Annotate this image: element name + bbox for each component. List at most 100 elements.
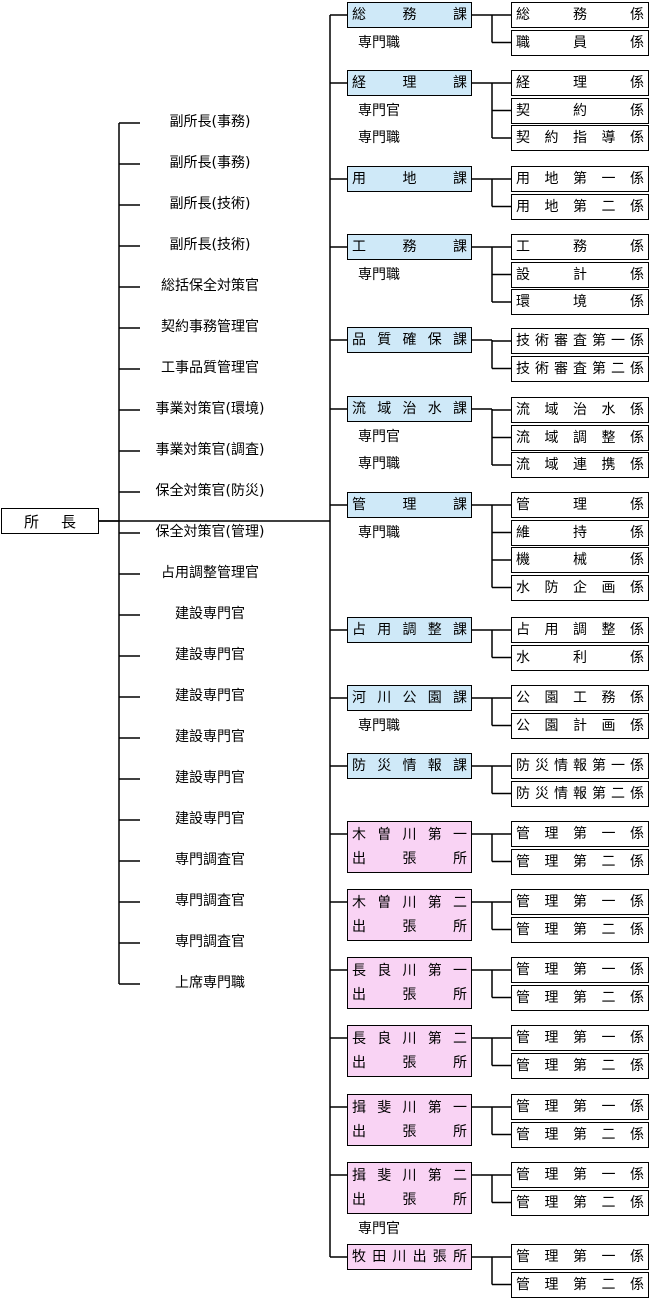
unit-name: 公園工務係	[516, 690, 644, 706]
section-box: 総務課	[347, 2, 472, 28]
staff-title: 占用調整管理官	[161, 565, 259, 581]
section-box: 工務課	[347, 234, 472, 260]
unit-name: 管理第二係	[516, 1126, 644, 1143]
unit-name: 管理第一係	[516, 894, 644, 910]
unit-box: 技術審査第二係	[511, 355, 649, 382]
office-name-line1: 木曽川第一	[352, 827, 467, 843]
office-name: 木曽川第二出張所	[348, 890, 471, 940]
field-office-box: 長良川第一出張所	[347, 957, 472, 1009]
unit-box: 管理係	[511, 492, 649, 518]
unit-box: 水防企画係	[511, 574, 649, 601]
unit-box: 総務係	[511, 2, 649, 28]
unit-box: 公園計画係	[511, 712, 649, 739]
unit-box: 維持係	[511, 519, 649, 546]
department-name: 総務課	[352, 7, 467, 23]
office-name-line1: 木曽川第二	[352, 895, 467, 911]
section-box: 流域治水課	[347, 396, 472, 422]
staff-title: 上席専門職	[175, 975, 245, 991]
staff-title: 専門調査官	[175, 893, 245, 909]
staff-title: 建設専門官	[175, 647, 245, 663]
unit-name: 防災情報第二係	[516, 785, 644, 802]
unit-name: 技術審査第二係	[516, 360, 644, 377]
unit-name: 水利係	[516, 649, 644, 666]
department-sub-title: 専門職	[358, 130, 400, 146]
department-sub-title: 専門職	[358, 35, 400, 51]
unit-box: 経理係	[511, 70, 649, 96]
unit-box: 管理第一係	[511, 1244, 649, 1270]
unit-box: 管理第一係	[511, 957, 649, 983]
office-name-line2: 出張所	[352, 987, 467, 1003]
staff-title: 保全対策官(管理)	[155, 524, 265, 540]
unit-name: 用地第二係	[516, 198, 644, 215]
unit-name: 水防企画係	[516, 579, 644, 596]
section-box: 占用調整課	[347, 617, 472, 643]
staff-title: 事業対策官(調査)	[155, 442, 265, 458]
office-name-line1: 揖斐川第二	[352, 1168, 467, 1184]
unit-name: 管理第一係	[516, 1249, 644, 1265]
section-box: 経理課	[347, 70, 472, 96]
section-box: 防災情報課	[347, 753, 472, 779]
unit-box: 管理第一係	[511, 821, 649, 847]
field-office-box: 長良川第二出張所	[347, 1025, 472, 1077]
staff-title: 副所長(技術)	[169, 237, 251, 253]
unit-box: 公園工務係	[511, 685, 649, 711]
director-title: 所長	[24, 512, 76, 531]
section-box: 河川公園課	[347, 685, 472, 711]
section-box: 管理課	[347, 492, 472, 518]
unit-box: 設計係	[511, 261, 649, 288]
director-box: 所長	[1, 508, 99, 534]
unit-box: 管理第一係	[511, 1094, 649, 1120]
department-name: 防災情報課	[352, 758, 467, 774]
staff-title: 副所長(事務)	[169, 114, 251, 130]
staff-title: 工事品質管理官	[161, 360, 259, 376]
department-sub-title: 専門職	[358, 718, 400, 734]
unit-box: 管理第二係	[511, 1271, 649, 1298]
unit-name: 設計係	[516, 266, 644, 283]
staff-title: 建設専門官	[175, 811, 245, 827]
unit-name: 公園計画係	[516, 717, 644, 734]
unit-name: 管理第一係	[516, 1167, 644, 1183]
unit-name: 管理第一係	[516, 962, 644, 978]
department-name: 牧田川出張所	[352, 1249, 467, 1265]
unit-name: 占用調整係	[516, 622, 644, 638]
field-office-box: 揖斐川第二出張所	[347, 1162, 472, 1214]
unit-box: 工務係	[511, 234, 649, 260]
unit-name: 管理第二係	[516, 1194, 644, 1211]
field-office-box: 木曽川第二出張所	[347, 889, 472, 941]
department-name: 管理課	[352, 497, 467, 513]
unit-name: 管理係	[516, 497, 644, 513]
unit-box: 用地第二係	[511, 193, 649, 220]
unit-box: 契約指導係	[511, 125, 649, 151]
unit-name: 管理第一係	[516, 1099, 644, 1115]
staff-title: 建設専門官	[175, 770, 245, 786]
unit-box: 管理第二係	[511, 1052, 649, 1079]
office-name-line2: 出張所	[352, 851, 467, 867]
department-name: 経理課	[352, 75, 467, 91]
unit-name: 職員係	[516, 34, 644, 51]
unit-name: 用地第一係	[516, 171, 644, 187]
unit-name: 流域調整係	[516, 429, 644, 446]
unit-name: 管理第二係	[516, 989, 644, 1006]
office-name: 長良川第一出張所	[348, 958, 471, 1008]
office-name-line1: 長良川第二	[352, 1031, 467, 1047]
department-sub-title: 専門官	[358, 1221, 400, 1237]
unit-box: 防災情報第二係	[511, 780, 649, 807]
office-name-line2: 出張所	[352, 919, 467, 935]
office-name-line2: 出張所	[352, 1192, 467, 1208]
staff-title: 建設専門官	[175, 688, 245, 704]
field-office-box: 木曽川第一出張所	[347, 821, 472, 873]
section-box: 用地課	[347, 166, 472, 192]
staff-title: 総括保全対策官	[161, 278, 259, 294]
office-name-line1: 揖斐川第一	[352, 1100, 467, 1116]
unit-name: 技術審査第一係	[516, 333, 644, 349]
unit-name: 管理第一係	[516, 826, 644, 842]
unit-name: 経理係	[516, 75, 644, 91]
office-name: 長良川第二出張所	[348, 1026, 471, 1076]
unit-box: 管理第二係	[511, 1189, 649, 1216]
field-office-box: 牧田川出張所	[347, 1244, 472, 1270]
unit-name: 管理第二係	[516, 921, 644, 938]
department-name: 占用調整課	[352, 622, 467, 638]
department-name: 品質確保課	[352, 332, 467, 348]
staff-title: 建設専門官	[175, 729, 245, 745]
unit-box: 管理第二係	[511, 848, 649, 875]
